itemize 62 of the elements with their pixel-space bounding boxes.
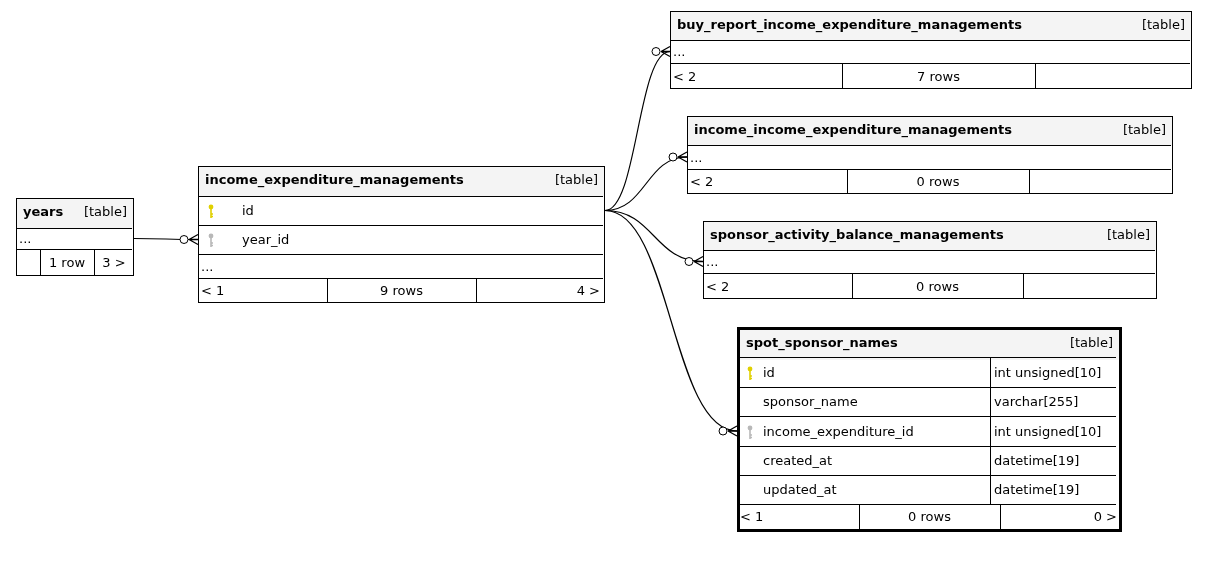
table-type-label: [table]: [83, 204, 127, 220]
footer-text: 0 >: [1093, 509, 1117, 525]
footer-text: < 2: [706, 278, 730, 295]
table-footer-row: [737, 504, 1116, 529]
table-row: [737, 387, 1116, 416]
table-row: [737, 416, 1116, 446]
table-box: [737, 327, 1122, 532]
table-footer-row: [670, 63, 1190, 89]
table-box: [198, 166, 605, 303]
table-name: buy_report_income_expenditure_managements: [677, 17, 1022, 33]
column-type: datetime[19]: [990, 476, 1080, 504]
footer-text: < 1: [201, 283, 225, 299]
table-type-label: [table]: [1141, 17, 1185, 33]
table-type-label: [table]: [1122, 122, 1166, 138]
column-name: updated_at: [763, 482, 837, 498]
table-row: [737, 475, 1116, 504]
footer-text: < 2: [690, 174, 714, 190]
table-name: income_expenditure_managements: [205, 172, 464, 188]
column-type: int unsigned[10]: [990, 417, 1102, 446]
table-footer-row: [703, 273, 1155, 299]
footer-text: 0 rows: [908, 509, 951, 525]
footer-text: < 2: [673, 68, 697, 85]
table-type-label: [table]: [1106, 227, 1150, 243]
relationship-line: [604, 209, 739, 437]
table-name: income_income_expenditure_managements: [694, 122, 1012, 138]
column-name: created_at: [763, 453, 833, 469]
table-box: [703, 221, 1157, 299]
table-footer-row: [687, 169, 1171, 194]
table-footer-row: [16, 249, 132, 276]
column-name: ...: [673, 44, 686, 60]
table-box: [687, 116, 1173, 194]
footer-text: 0 rows: [916, 278, 959, 295]
column-name: year_id: [242, 232, 290, 248]
column-name: ...: [690, 149, 703, 166]
table-name: spot_sponsor_names: [746, 335, 898, 351]
footer-text: 1 row: [48, 255, 86, 271]
table-type-label: [table]: [1069, 335, 1113, 351]
table-name: years: [23, 204, 64, 220]
column-name: id: [763, 364, 775, 381]
column-name: income_expenditure_id: [763, 423, 914, 440]
column-name: ...: [19, 231, 32, 247]
relationship-line: [133, 233, 199, 246]
table-box: [670, 11, 1192, 89]
footer-text: 9 rows: [380, 283, 423, 299]
table-footer-row: [198, 278, 603, 303]
table-row: [737, 446, 1116, 475]
column-name: ...: [201, 258, 214, 275]
column-type: int unsigned[10]: [990, 358, 1102, 387]
footer-text: 3 >: [102, 255, 126, 271]
column-name: ...: [706, 254, 719, 270]
footer-text: 7 rows: [917, 68, 960, 85]
column-type: datetime[19]: [990, 447, 1080, 475]
column-name: sponsor_name: [763, 394, 858, 410]
footer-text: 4 >: [576, 283, 600, 299]
column-type: varchar[255]: [990, 388, 1079, 416]
footer-text: 0 rows: [916, 174, 960, 190]
column-name: id: [242, 203, 254, 219]
table-box: [16, 198, 134, 276]
table-row: [737, 357, 1116, 387]
footer-text: < 1: [740, 509, 764, 525]
table-type-label: [table]: [554, 172, 598, 188]
table-name: sponsor_activity_balance_managements: [710, 227, 1004, 243]
